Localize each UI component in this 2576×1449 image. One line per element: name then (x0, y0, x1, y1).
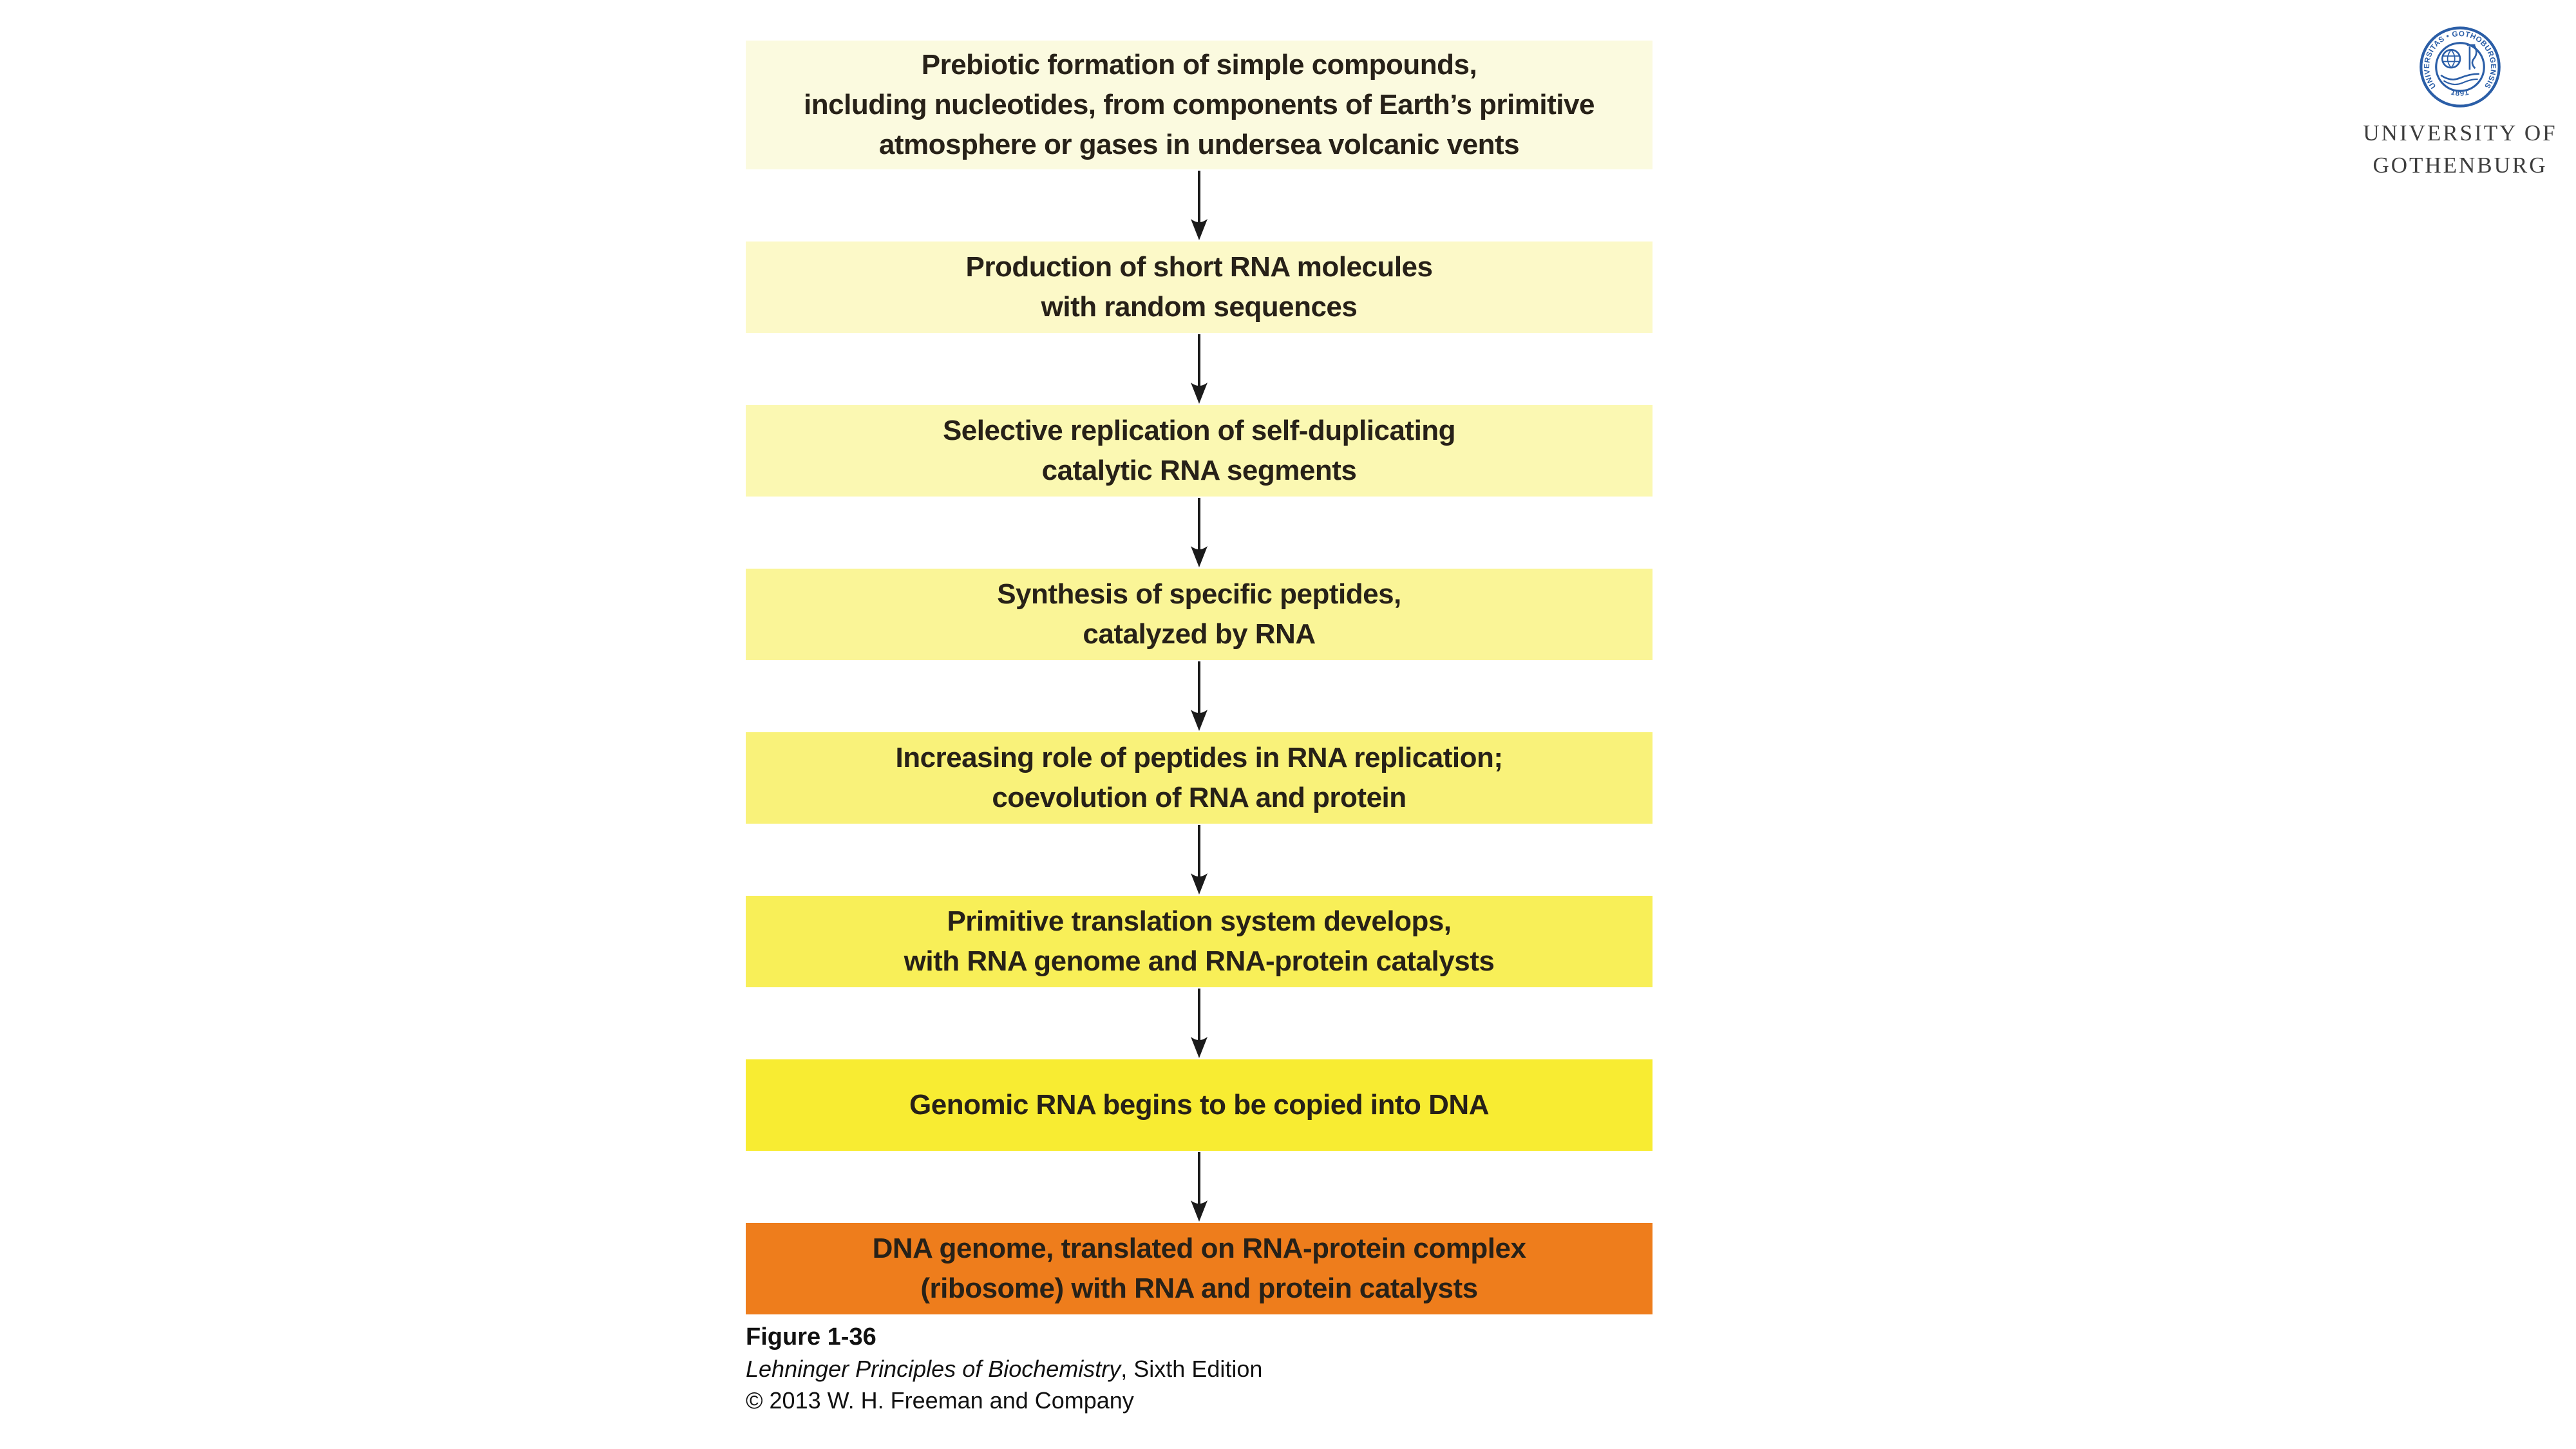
down-arrow-icon (1191, 825, 1208, 895)
down-arrow-icon (1191, 171, 1208, 240)
down-arrow-icon (1191, 334, 1208, 404)
flow-step-6-text: Primitive translation system develops, w… (904, 905, 1495, 977)
flow-step-2: Production of short RNA molecules with r… (746, 242, 1653, 333)
flow-arrow-4 (746, 660, 1653, 732)
figure-label: Figure 1-36 (746, 1323, 876, 1350)
seal-emblem (2440, 44, 2479, 86)
flow-step-3: Selective replication of self-duplicatin… (746, 405, 1653, 497)
university-name-line2: GOTHENBURG (2372, 153, 2548, 178)
copyright-line: © 2013 W. H. Freeman and Company (746, 1387, 1134, 1414)
flow-step-7-text: Genomic RNA begins to be copied into DNA (909, 1089, 1489, 1121)
figure-caption: Figure 1-36 Lehninger Principles of Bioc… (746, 1321, 1262, 1416)
flow-arrow-6 (746, 987, 1653, 1059)
down-arrow-icon (1191, 989, 1208, 1058)
university-name-line1: UNIVERSITY OF (2363, 120, 2557, 146)
book-title: Lehninger Principles of Biochemistry (746, 1356, 1121, 1382)
flow-step-7: Genomic RNA begins to be copied into DNA (746, 1059, 1653, 1151)
flow-arrow-2 (746, 333, 1653, 405)
flow-arrow-3 (746, 497, 1653, 569)
book-title-line: Lehninger Principles of Biochemistry, Si… (746, 1353, 1262, 1385)
flow-step-1: Prebiotic formation of simple compounds,… (746, 41, 1653, 169)
flow-step-6: Primitive translation system develops, w… (746, 896, 1653, 987)
down-arrow-icon (1191, 1152, 1208, 1222)
rna-world-flowchart: Prebiotic formation of simple compounds,… (746, 41, 1653, 1314)
flow-step-4-text: Synthesis of specific peptides, catalyze… (997, 578, 1401, 650)
university-of-gothenburg-logo: UNIVERSITAS • GOTHOBURGENSIS · 1891 · UN… (2347, 24, 2573, 182)
flow-arrow-7 (746, 1151, 1653, 1223)
flow-step-1-text: Prebiotic formation of simple compounds,… (804, 49, 1595, 160)
flow-step-5: Increasing role of peptides in RNA repli… (746, 732, 1653, 824)
university-seal-icon: UNIVERSITAS • GOTHOBURGENSIS · 1891 · (2418, 24, 2501, 108)
flow-step-8: DNA genome, translated on RNA-protein co… (746, 1223, 1653, 1314)
flow-arrow-1 (746, 169, 1653, 242)
university-name: UNIVERSITY OF GOTHENBURG (2347, 117, 2573, 182)
book-edition: , Sixth Edition (1121, 1356, 1263, 1382)
flow-step-4: Synthesis of specific peptides, catalyze… (746, 569, 1653, 660)
flow-step-8-text: DNA genome, translated on RNA-protein co… (872, 1233, 1526, 1304)
flow-step-2-text: Production of short RNA molecules with r… (965, 251, 1433, 323)
down-arrow-icon (1191, 498, 1208, 567)
flow-step-3-text: Selective replication of self-duplicatin… (942, 415, 1456, 486)
flow-step-5-text: Increasing role of peptides in RNA repli… (895, 742, 1503, 813)
down-arrow-icon (1191, 661, 1208, 731)
flow-arrow-5 (746, 824, 1653, 896)
